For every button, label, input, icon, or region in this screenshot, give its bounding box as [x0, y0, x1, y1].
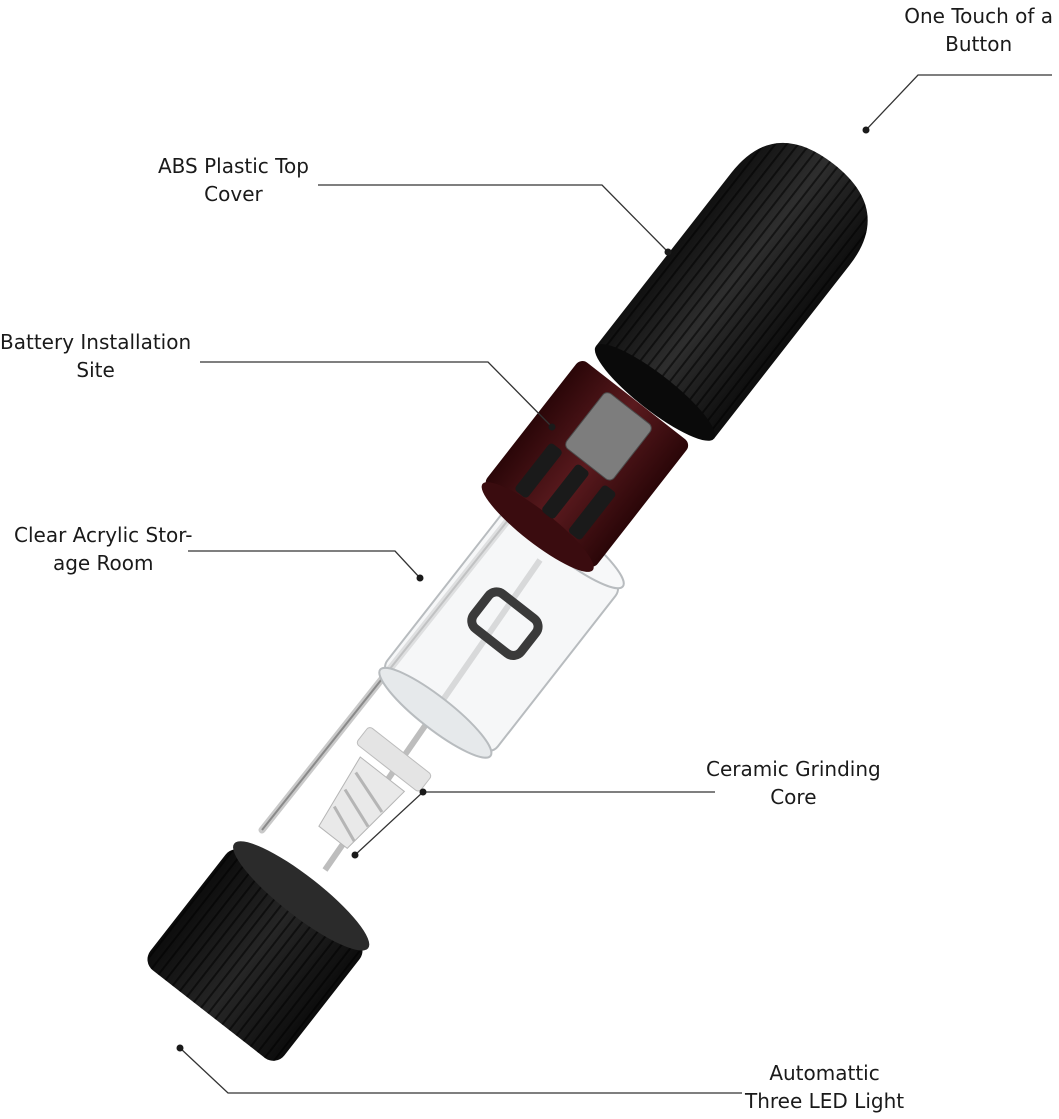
ceramic-grinding-core	[318, 727, 432, 850]
label-grinding: Ceramic Grinding Core	[706, 755, 881, 811]
battery-compartment	[481, 361, 689, 572]
label-storage-line2: age Room	[52, 551, 154, 575]
label-grinding-line2: Core	[770, 785, 817, 809]
leader-storage	[188, 550, 421, 579]
label-grinding-line1: Ceramic Grinding	[706, 757, 881, 781]
label-battery-line1: Battery Installation	[0, 330, 192, 354]
label-storage-line1: Clear Acrylic Stor-	[14, 523, 193, 547]
label-button-line1: One Touch of a	[904, 4, 1053, 28]
label-led: Automattic Three LED Light	[745, 1059, 904, 1115]
label-button-line2: Button	[945, 32, 1013, 56]
label-top-cover-line1: ABS Plastic Top	[158, 154, 309, 178]
label-button: One Touch of a Button	[904, 2, 1053, 58]
leader-battery	[200, 361, 553, 428]
leader-button	[865, 74, 1052, 131]
label-storage: Clear Acrylic Stor- age Room	[14, 521, 192, 577]
leader-led	[179, 1047, 742, 1094]
label-top-cover: ABS Plastic Top Cover	[158, 152, 309, 208]
label-led-line1: Automattic	[769, 1061, 880, 1085]
label-led-line2: Three LED Light	[745, 1089, 905, 1113]
base-cap	[147, 841, 370, 1061]
label-battery-line2: Site	[76, 358, 115, 382]
top-cover	[594, 143, 868, 441]
leader-dots	[176, 126, 870, 1052]
leader-grinding	[354, 791, 715, 856]
leader-top-cover	[318, 184, 669, 253]
label-top-cover-line2: Cover	[204, 182, 263, 206]
label-battery: Battery Installation Site	[0, 328, 191, 384]
